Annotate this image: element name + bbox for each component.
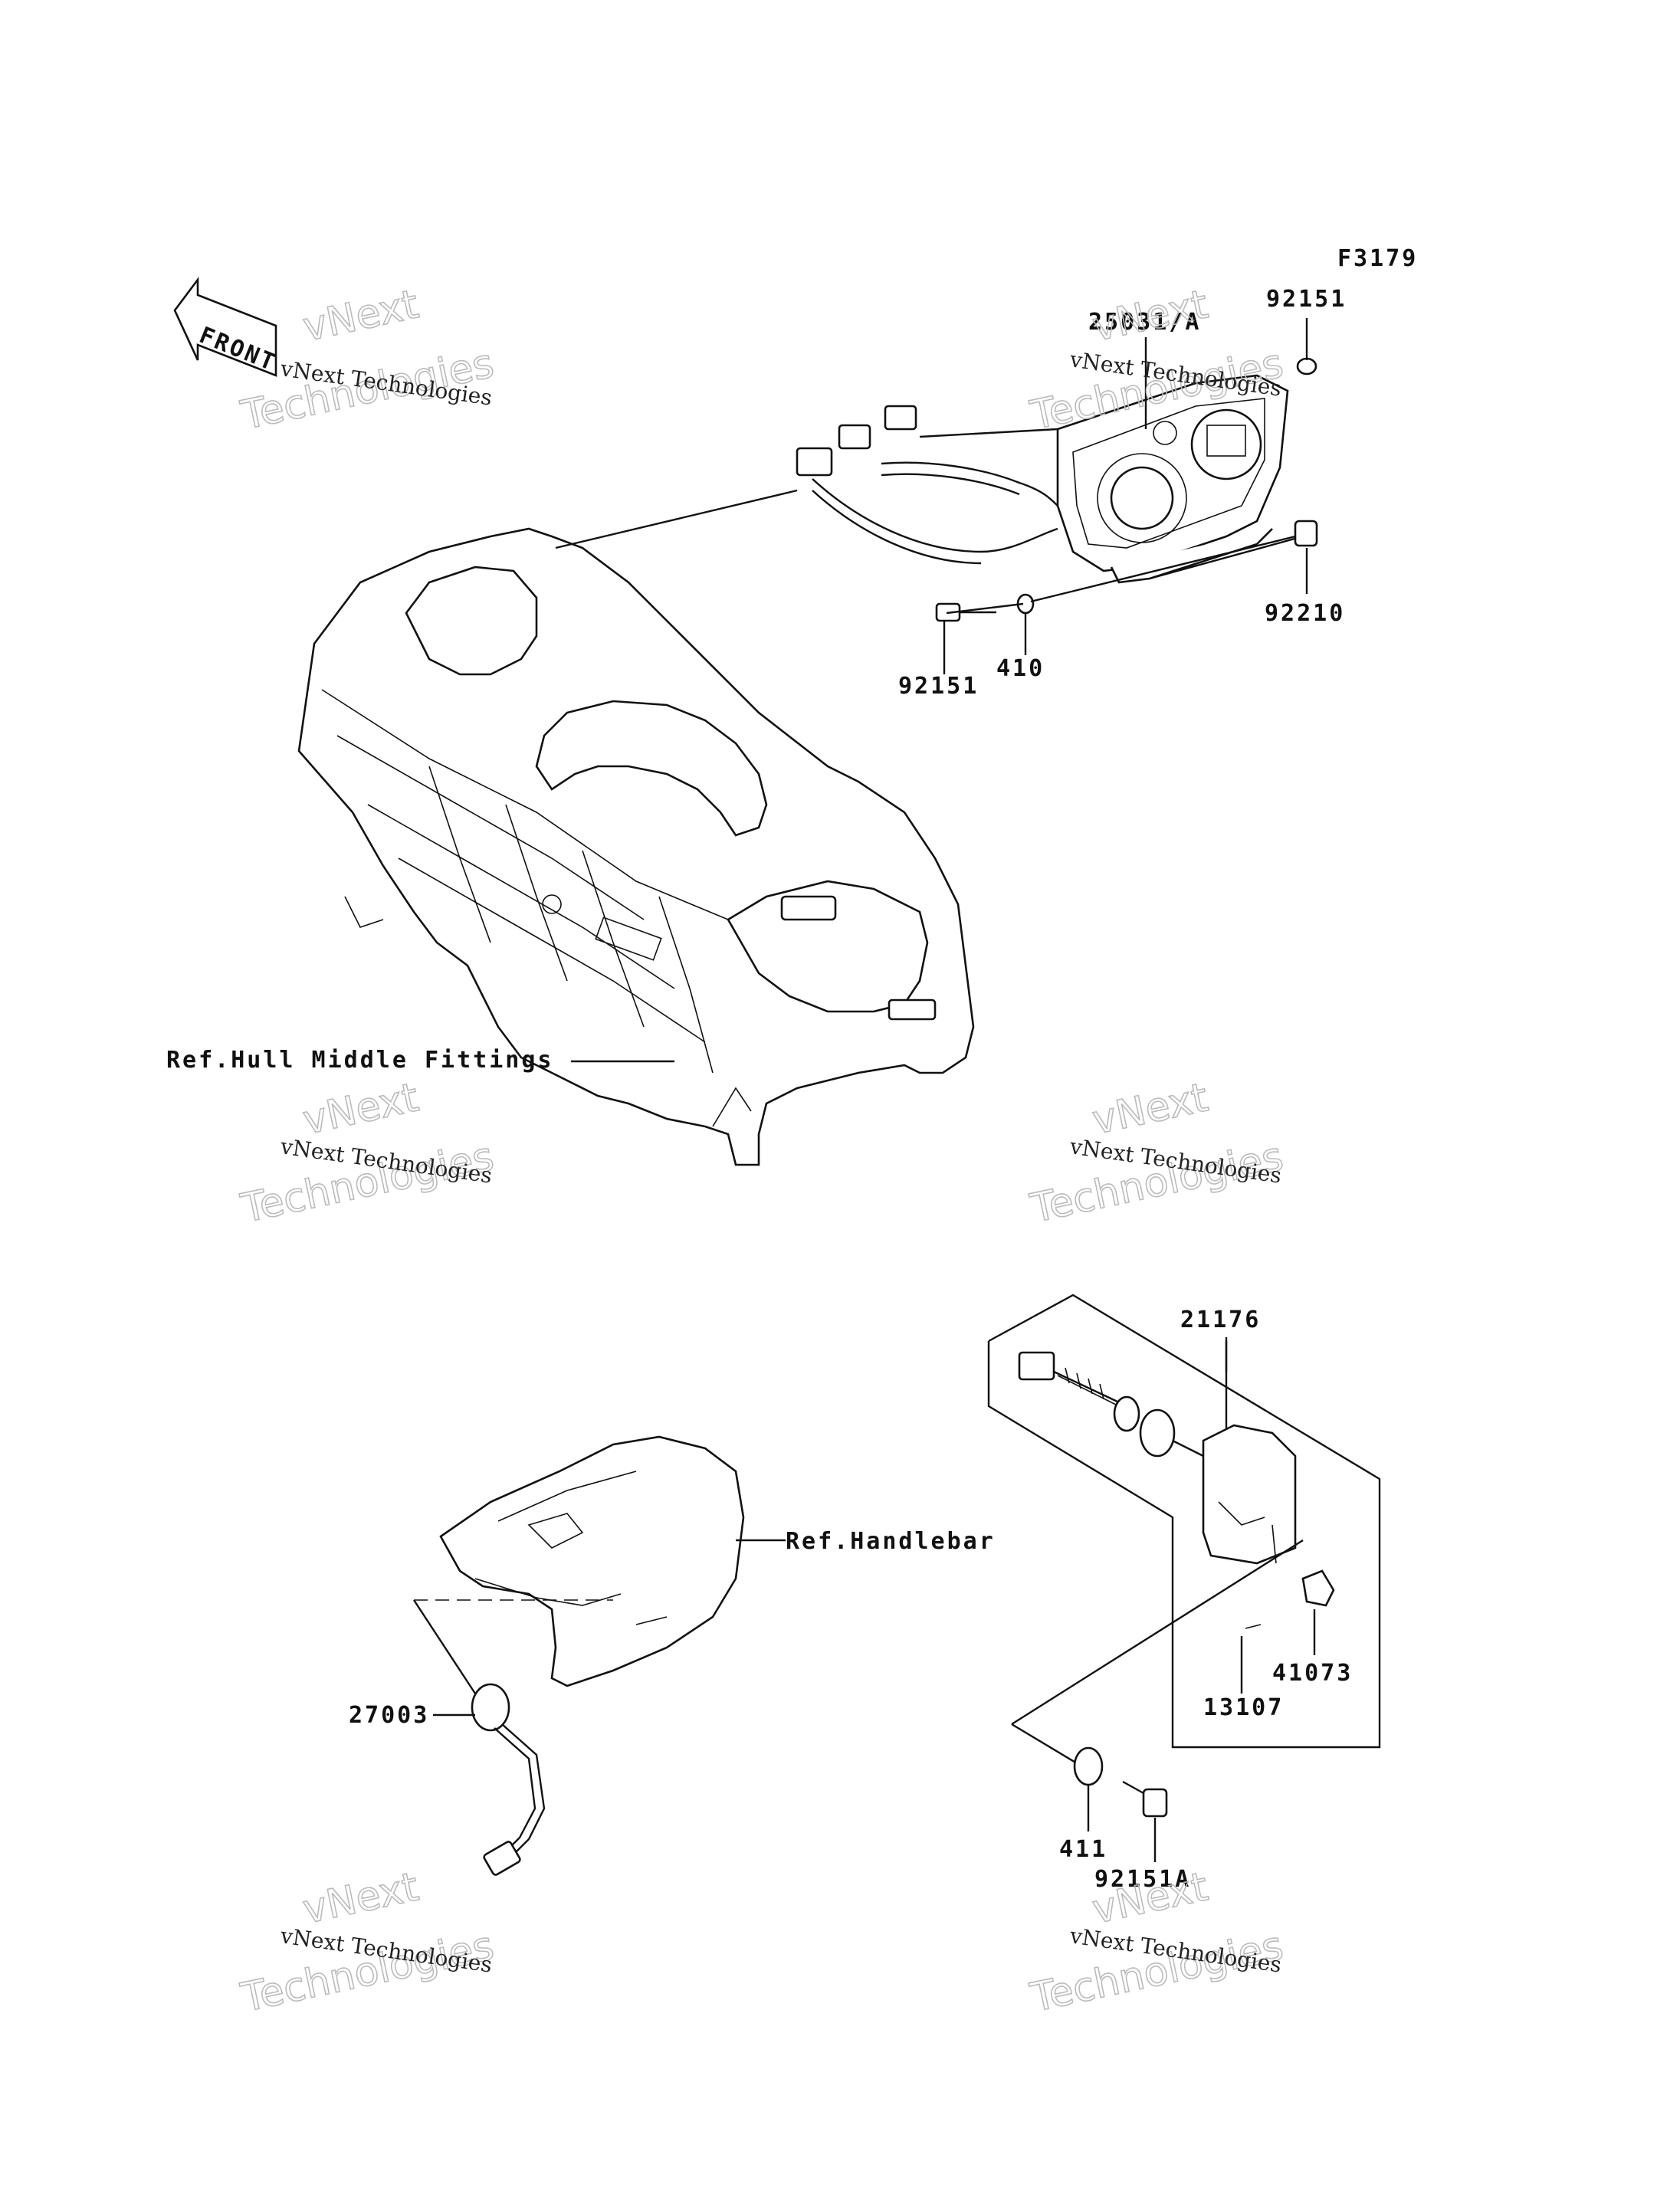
svg-text:vNext: vNext — [299, 1074, 422, 1143]
screw-92151A — [1122, 1780, 1168, 1818]
watermark: vNext Technologies vNext Technologies — [1025, 1074, 1288, 1233]
label-92210: 92210 — [1265, 600, 1345, 627]
screw-icon — [935, 602, 996, 622]
connector-icon — [483, 1841, 521, 1876]
hull-middle-fittings — [297, 527, 975, 1166]
handlebar-cover — [439, 1435, 745, 1687]
label-25031A: 25031/A — [1088, 309, 1201, 336]
svg-text:vNext: vNext — [1088, 1074, 1212, 1143]
label-41073: 41073 — [1272, 1660, 1353, 1687]
front-arrow-icon: FRONT — [173, 277, 281, 377]
clip-41073 — [1301, 1569, 1335, 1607]
connector-icon — [1018, 1351, 1055, 1381]
label-13107: 13107 — [1203, 1694, 1284, 1721]
screw-icon — [1296, 357, 1317, 375]
ref-handlebar-label: Ref.Handlebar — [786, 1528, 996, 1555]
watermark: vNext Technologies vNext Technologies — [1025, 1864, 1288, 2022]
label-92151-left: 92151 — [898, 673, 979, 700]
svg-text:vNext: vNext — [1088, 281, 1212, 350]
nut-icon — [1294, 520, 1318, 547]
throttle-cable-21176 — [1018, 1351, 1297, 1565]
label-410: 410 — [996, 655, 1045, 682]
label-92151-top: 92151 — [1266, 286, 1347, 313]
label-21176: 21176 — [1180, 1307, 1261, 1333]
label-411: 411 — [1059, 1836, 1107, 1863]
label-92151A: 92151A — [1094, 1866, 1191, 1893]
label-27003: 27003 — [349, 1702, 429, 1729]
connector-icon — [796, 447, 833, 477]
meter-unit — [1056, 374, 1289, 584]
watermark: vNext Technologies vNext Technologies — [236, 1864, 498, 2022]
ref-hull-label: Ref.Hull Middle Fittings — [166, 1047, 553, 1074]
figure-code: F3179 — [1337, 245, 1418, 272]
washer-411 — [1073, 1746, 1104, 1786]
connector-icon — [884, 405, 917, 431]
sensor-27003 — [471, 1683, 546, 1876]
meter-harness — [796, 405, 1058, 565]
svg-text:vNext: vNext — [299, 1864, 422, 1933]
connector-icon — [838, 424, 871, 450]
svg-text:vNext: vNext — [299, 281, 422, 350]
watermark: vNext Technologies vNext Technologies — [236, 1074, 498, 1233]
